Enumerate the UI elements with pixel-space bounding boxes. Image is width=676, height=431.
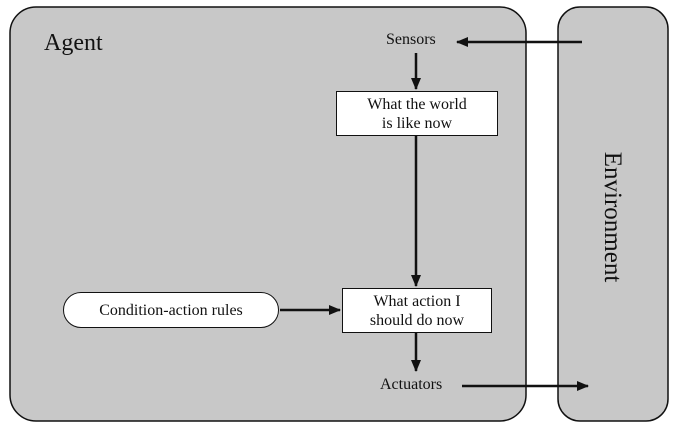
condition-action-rules-box: Condition-action rules [63,292,279,328]
condition-action-rules-label: Condition-action rules [99,301,243,319]
world-state-line-1: What the world [367,95,467,113]
actuators-label: Actuators [380,376,443,393]
agent-title: Agent [44,30,103,56]
world-state-line-2: is like now [381,114,453,132]
world-state-text: What the world is like now [367,95,467,133]
environment-panel [557,6,669,422]
action-line-1: What action I [373,292,461,310]
sensors-label: Sensors [386,31,436,48]
action-line-2: should do now [369,311,465,329]
agent-panel [9,6,527,422]
environment-title: Environment [599,151,626,283]
action-text: What action I should do now [370,292,464,330]
action-box: What action I should do now [342,288,492,333]
world-state-box: What the world is like now [336,91,498,136]
